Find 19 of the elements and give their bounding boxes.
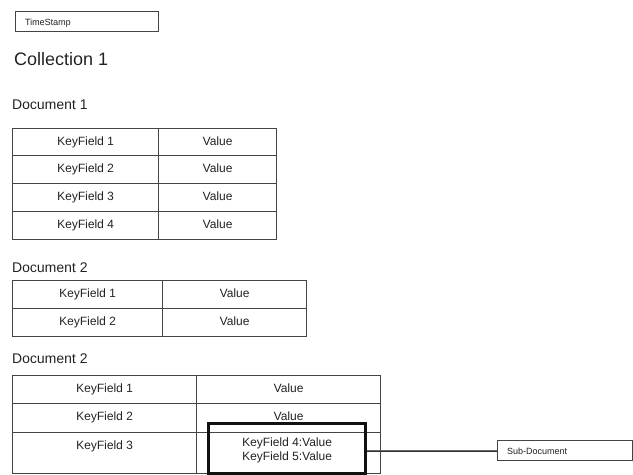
- table-cell: KeyField 2: [12, 308, 163, 337]
- table-cell: KeyField 4: [12, 211, 159, 240]
- table-cell: Value: [162, 280, 307, 309]
- timestamp-box: TimeStamp: [15, 11, 159, 32]
- table-cell: KeyField 3: [12, 432, 197, 474]
- sub-document-box: KeyField 4:Value KeyField 5:Value: [207, 422, 367, 475]
- section-heading: Document 1: [12, 96, 88, 112]
- table-cell: KeyField 1: [12, 128, 159, 156]
- sub-document-label-box: Sub-Document: [497, 440, 633, 461]
- table-cell: KeyField 1: [12, 375, 197, 404]
- section-heading: Document 2: [12, 350, 88, 366]
- title: Collection 1: [14, 49, 108, 70]
- table-cell: Value: [158, 128, 277, 156]
- connector-line: [367, 450, 497, 452]
- table-cell: Value: [162, 308, 307, 337]
- table-cell: Value: [158, 211, 277, 240]
- table-cell: KeyField 1: [12, 280, 163, 309]
- section-heading: Document 2: [12, 259, 88, 275]
- table-cell: Value: [196, 375, 381, 404]
